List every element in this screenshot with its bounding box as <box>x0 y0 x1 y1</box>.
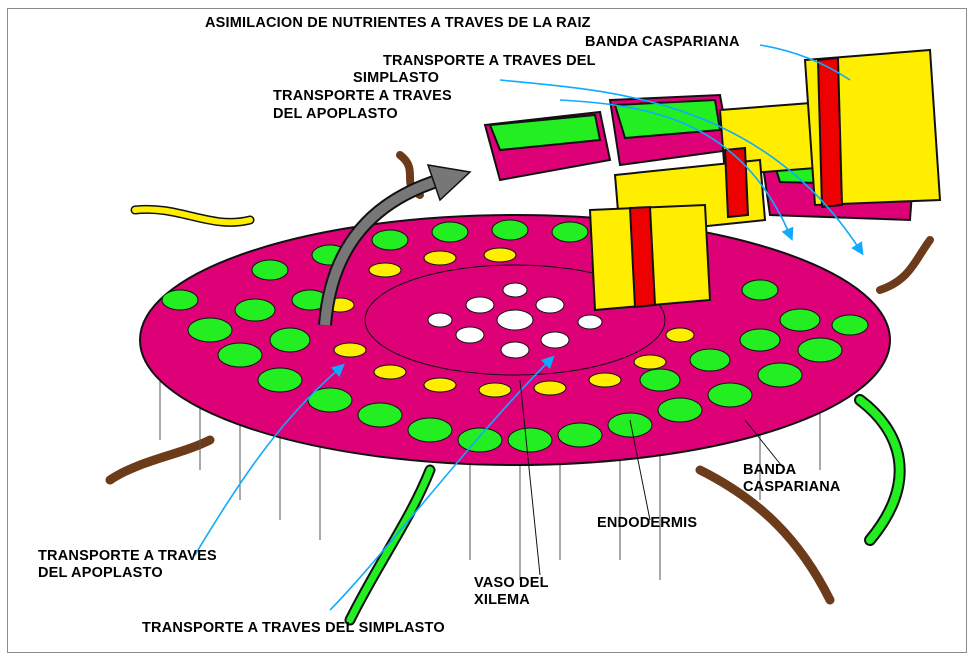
label-banda-right-line2: CASPARIANA <box>743 479 841 495</box>
label-vaso-line2: XILEMA <box>474 592 530 608</box>
label-simplasto-top-line1: TRANSPORTE A TRAVES DEL <box>383 53 596 69</box>
label-simplasto-top-line2: SIMPLASTO <box>353 70 439 86</box>
label-banda-right-line1: BANDA <box>743 462 796 478</box>
label-apoplasto-top-line2: DEL APOPLASTO <box>273 106 398 122</box>
label-vaso-line1: VASO DEL <box>474 575 549 591</box>
label-apoplasto-left-line1: TRANSPORTE A TRAVES <box>38 548 217 564</box>
diagram-title: ASIMILACION DE NUTRIENTES A TRAVES DE LA… <box>205 15 591 31</box>
label-apoplasto-left-line2: DEL APOPLASTO <box>38 565 163 581</box>
label-endodermis: ENDODERMIS <box>597 515 697 531</box>
label-banda-casparian-top: BANDA CASPARIANA <box>585 34 740 50</box>
label-apoplasto-top-line1: TRANSPORTE A TRAVES <box>273 88 452 104</box>
gray-arrow-head <box>428 165 470 200</box>
label-simplasto-bottom: TRANSPORTE A TRAVES DEL SIMPLASTO <box>142 620 445 636</box>
